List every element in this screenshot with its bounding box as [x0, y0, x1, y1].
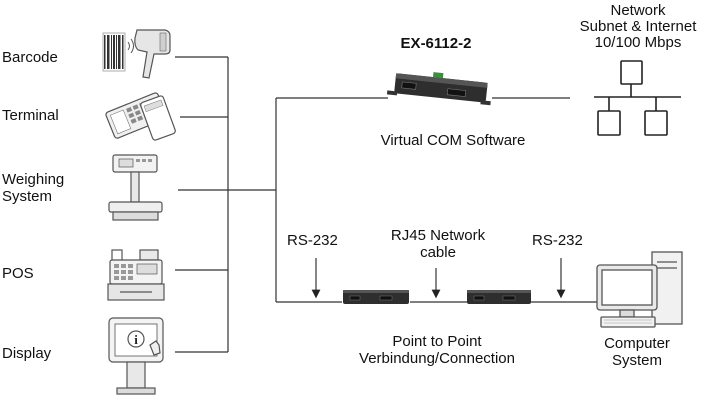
rs232-right-label: RS-232: [532, 232, 583, 249]
connection-caption: Point to Point Verbindung/Connection: [359, 333, 515, 367]
card-terminal-icon: [105, 92, 176, 141]
signal-arrows: [311, 258, 566, 299]
device-label-pos: POS: [2, 265, 34, 282]
device-label-terminal: Terminal: [2, 107, 59, 124]
barcode-scanner-icon: [102, 29, 171, 79]
connector-lines: [175, 56, 598, 353]
device-label-display: Display: [2, 345, 52, 362]
rs232-left-label: RS-232: [287, 232, 338, 249]
device-label-weighing: Weighing System: [2, 171, 65, 205]
device-label-barcode: Barcode: [2, 49, 58, 66]
computer-label: Computer System: [604, 335, 670, 369]
hub-software-label: Virtual COM Software: [380, 132, 526, 149]
hub-model-label: EX-6112-2: [400, 35, 472, 52]
serial-server-icon: [343, 290, 409, 304]
svg-text:i: i: [134, 332, 138, 347]
cable-label: RJ45 Network cable: [390, 227, 486, 261]
computer-icon: [596, 251, 683, 328]
touch-kiosk-icon: i: [108, 317, 164, 395]
serial-server-icon: [467, 290, 531, 304]
network-label: Network Subnet & Internet 10/100 Mbps: [579, 2, 697, 51]
serial-server-icon: [386, 72, 491, 106]
cash-register-icon: [107, 249, 165, 301]
weighing-scale-icon: [108, 154, 163, 221]
network-tree-icon: [594, 60, 681, 136]
